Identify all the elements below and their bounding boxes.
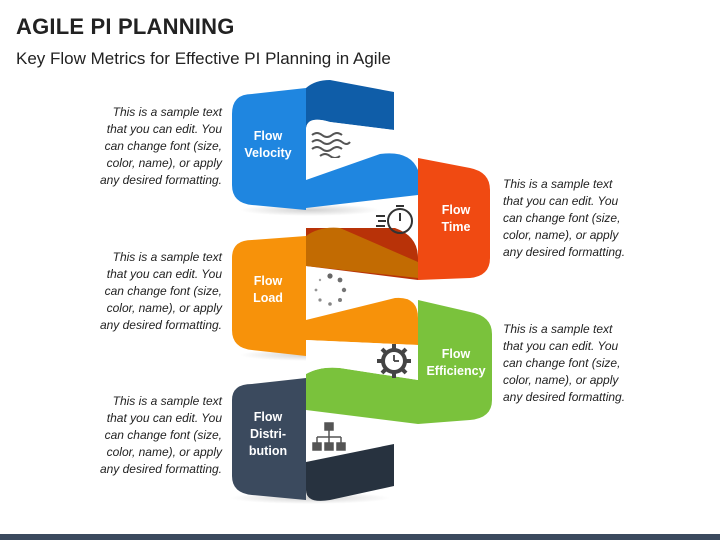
description-flow-load: This is a sample text that you can edit.… bbox=[99, 250, 222, 332]
description-flow-distribution: This is a sample text that you can edit.… bbox=[99, 394, 222, 476]
efficiency-face bbox=[418, 300, 492, 424]
footer-bar bbox=[0, 534, 720, 540]
description-flow-efficiency: This is a sample text that you can edit.… bbox=[503, 322, 626, 404]
load-strip bbox=[306, 297, 418, 345]
gear-clock-icon bbox=[377, 344, 411, 378]
description-flow-time: This is a sample text that you can edit.… bbox=[503, 177, 626, 259]
stopwatch-icon bbox=[376, 205, 413, 234]
step-label-flow-distribution: Flow Distri- bution bbox=[248, 410, 288, 458]
step-label-flow-velocity: Flow Velocity bbox=[244, 129, 292, 160]
load-face bbox=[232, 236, 306, 356]
page-title: AGILE PI PLANNING bbox=[16, 14, 235, 39]
step-label-flow-efficiency: Flow Efficiency bbox=[426, 347, 486, 378]
loading-spinner-icon bbox=[314, 273, 347, 306]
velocity-face bbox=[232, 88, 306, 210]
load-twist bbox=[306, 227, 418, 278]
waves-icon bbox=[311, 132, 351, 158]
description-flow-velocity: This is a sample text that you can edit.… bbox=[99, 105, 222, 187]
distribution-tail bbox=[306, 444, 394, 501]
page-subtitle: Key Flow Metrics for Effective PI Planni… bbox=[16, 49, 391, 68]
distribution-face bbox=[232, 378, 306, 500]
time-twist bbox=[306, 153, 418, 208]
hierarchy-icon bbox=[312, 422, 346, 451]
step-label-flow-time: Flow Time bbox=[441, 203, 471, 234]
velocity-twist bbox=[306, 80, 394, 130]
step-label-flow-load: Flow Load bbox=[253, 274, 283, 305]
time-face bbox=[418, 158, 490, 280]
efficiency-twist bbox=[306, 367, 418, 424]
